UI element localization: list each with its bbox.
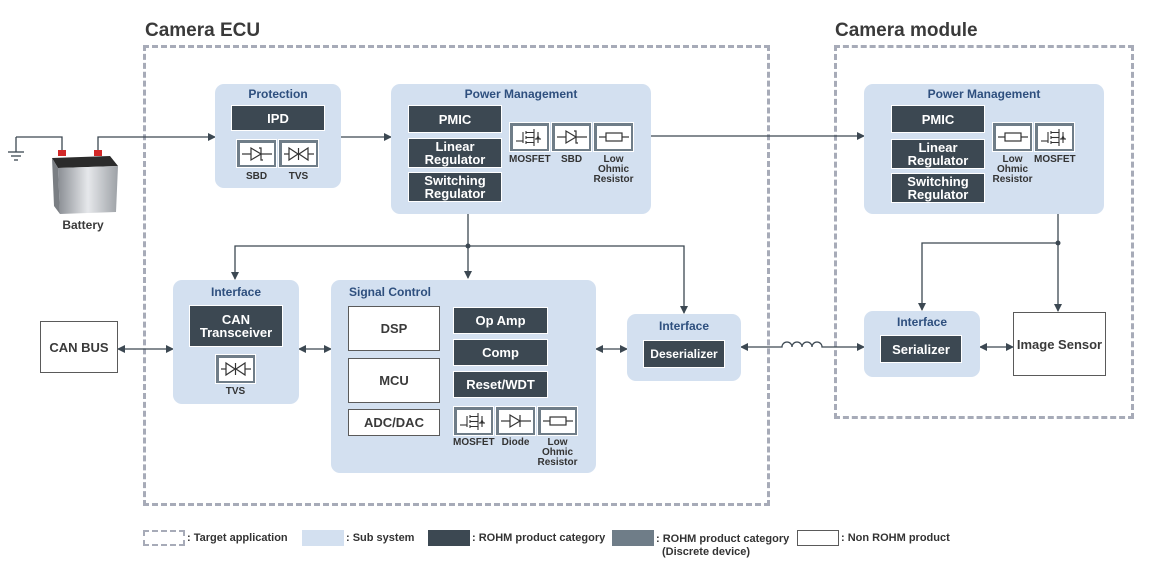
mosfet-device — [453, 406, 494, 436]
camera-module-boundary — [834, 45, 1134, 419]
protection-subsystem: Protection IPD SBD TVS — [215, 84, 341, 188]
mosfet-label: MOSFET — [1034, 154, 1076, 165]
interface-serializer-subsystem: Interface Serializer — [864, 311, 980, 377]
legend-target-label: : Target application — [187, 532, 288, 544]
deserializer-block: Deserializer — [643, 340, 725, 368]
adc-dac-block: ADC/DAC — [348, 409, 440, 436]
tvs-device — [215, 354, 256, 384]
tvs-label: TVS — [288, 171, 309, 182]
switching-regulator-block: Switching Regulator — [408, 172, 502, 202]
tvs-device — [278, 139, 319, 168]
diode-label: Diode — [501, 437, 530, 448]
legend-discrete-swatch — [612, 530, 654, 546]
dsp-block: DSP — [348, 306, 440, 351]
sbd-icon — [240, 143, 274, 165]
image-sensor-block: Image Sensor — [1013, 312, 1106, 376]
serializer-block: Serializer — [880, 335, 962, 363]
tvs-icon — [282, 143, 316, 165]
sbd-icon — [555, 126, 589, 149]
signal-control-subsystem: Signal Control DSP MCU ADC/DAC Op Amp Co… — [331, 280, 596, 473]
diode-icon — [499, 410, 533, 433]
mosfet-device — [1034, 122, 1075, 152]
mosfet-device — [509, 122, 550, 152]
legend-discrete-sublabel: (Discrete device) — [662, 546, 751, 558]
linear-regulator-block: Linear Regulator — [408, 138, 502, 168]
power-management-module-title: Power Management — [927, 87, 1041, 101]
legend-target-swatch — [143, 530, 185, 546]
power-management-module-subsystem: Power Management PMIC Linear Regulator S… — [864, 84, 1104, 214]
diode-device — [495, 406, 536, 436]
legend-non-rohm-swatch — [797, 530, 839, 546]
linear-regulator-block: Linear Regulator — [891, 139, 985, 169]
mosfet-label: MOSFET — [509, 154, 551, 165]
pmic-block: PMIC — [891, 105, 985, 133]
op-amp-block: Op Amp — [453, 307, 548, 334]
interface-deserializer-subsystem: Interface Deserializer — [627, 314, 741, 381]
sbd-device — [236, 139, 277, 168]
resistor-label: Low Ohmic Resistor — [992, 154, 1033, 185]
resistor-label: Low Ohmic Resistor — [593, 154, 634, 185]
battery-label: Battery — [62, 218, 104, 232]
low-ohmic-resistor-device — [593, 122, 634, 152]
reset-wdt-block: Reset/WDT — [453, 371, 548, 398]
interface-can-subsystem: Interface CAN Transceiver TVS — [173, 280, 299, 404]
sbd-label: SBD — [560, 154, 583, 165]
tvs-icon — [219, 358, 253, 381]
can-bus-block: CAN BUS — [40, 321, 118, 373]
legend-rohm-label: : ROHM product category — [472, 532, 606, 544]
pmic-block: PMIC — [408, 105, 502, 133]
legend-sub-label: : Sub system — [346, 532, 415, 544]
camera-ecu-title: Camera ECU — [145, 20, 261, 41]
signal-control-title: Signal Control — [349, 285, 431, 299]
power-management-ecu-title: Power Management — [464, 87, 578, 101]
comp-block: Comp — [453, 339, 548, 366]
can-transceiver-block: CAN Transceiver — [189, 305, 283, 347]
sbd-device — [551, 122, 592, 152]
battery-icon — [52, 150, 118, 214]
interface-serializer-title: Interface — [896, 315, 948, 329]
resistor-label: Low Ohmic Resistor — [537, 437, 578, 468]
sbd-label: SBD — [245, 171, 268, 182]
resistor-icon — [597, 126, 631, 149]
legend-non-rohm-label: : Non ROHM product — [841, 532, 950, 544]
mcu-block: MCU — [348, 358, 440, 403]
tvs-label: TVS — [225, 386, 246, 397]
legend-sub-swatch — [302, 530, 344, 546]
mosfet-icon — [1038, 126, 1072, 149]
resistor-icon — [996, 126, 1030, 149]
low-ohmic-resistor-device — [537, 406, 578, 436]
mosfet-icon — [513, 126, 547, 149]
switching-regulator-block: Switching Regulator — [891, 173, 985, 203]
power-management-ecu-subsystem: Power Management PMIC Linear Regulator S… — [391, 84, 651, 214]
legend-discrete-label: : ROHM product category — [656, 533, 790, 545]
low-ohmic-resistor-device — [992, 122, 1033, 152]
camera-ecu-boundary — [143, 45, 770, 506]
protection-title: Protection — [248, 87, 308, 101]
interface-deserializer-title: Interface — [658, 319, 710, 333]
legend-rohm-swatch — [428, 530, 470, 546]
resistor-icon — [541, 410, 575, 433]
mosfet-label: MOSFET — [453, 437, 495, 448]
mosfet-icon — [457, 410, 491, 433]
interface-can-title: Interface — [210, 285, 262, 299]
ipd-block: IPD — [231, 105, 325, 131]
camera-module-title: Camera module — [835, 20, 978, 41]
